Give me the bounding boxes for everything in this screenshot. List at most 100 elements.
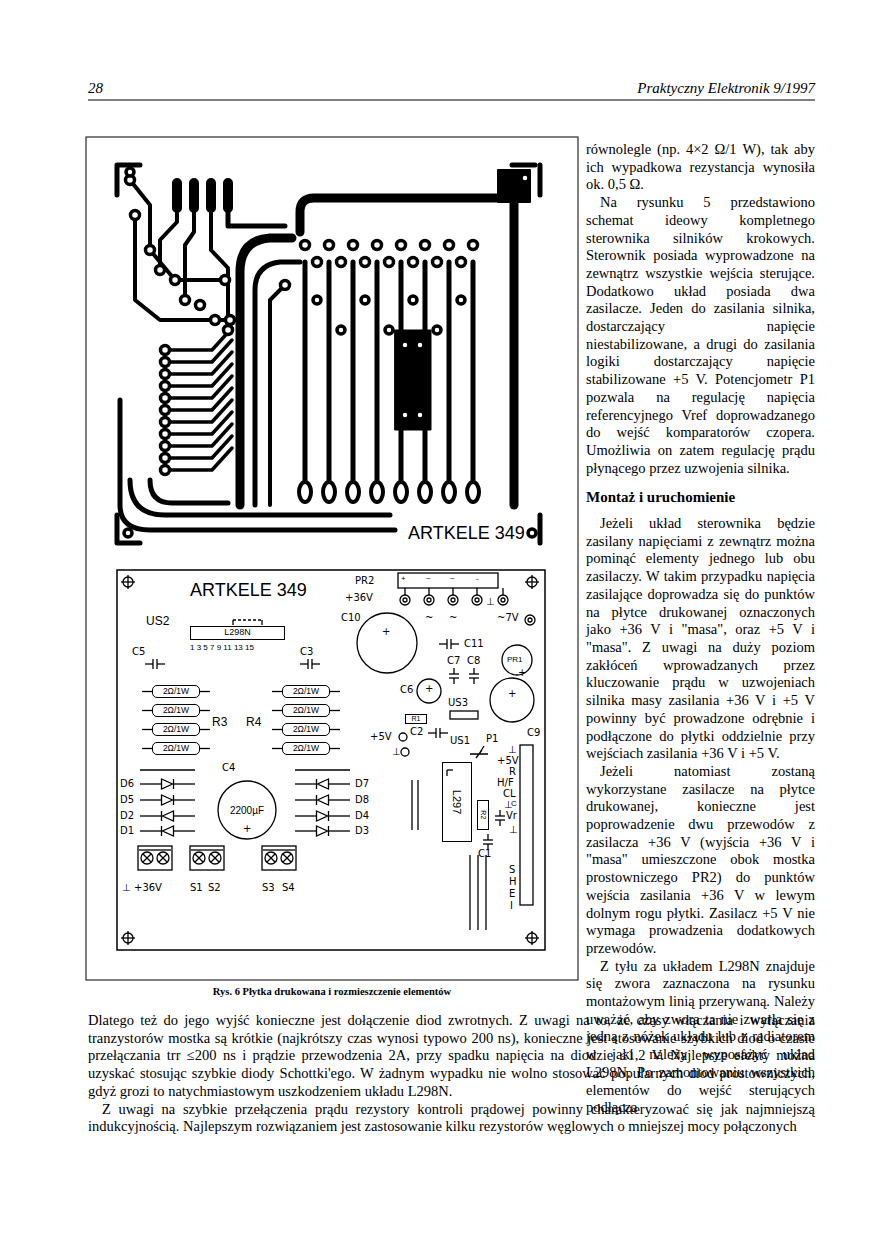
component-symbol <box>162 795 173 805</box>
component-symbol <box>141 852 153 864</box>
pcb-pad <box>395 482 407 502</box>
pcb-trace <box>471 262 476 480</box>
section-heading: Montaż i uruchomienie <box>586 489 815 507</box>
node-text: 2Ω/1W <box>293 706 319 715</box>
pcb-trace <box>117 165 540 543</box>
part-name: C1 <box>478 848 491 860</box>
component-symbol <box>200 729 210 730</box>
component-symbol <box>330 748 340 749</box>
component-symbol <box>200 691 210 692</box>
component-symbol <box>472 595 482 605</box>
component-symbol <box>193 852 205 864</box>
resistor-body: 2Ω/1W <box>152 723 200 736</box>
pcb-trace <box>165 436 232 458</box>
pcb-pad <box>409 296 417 304</box>
component-symbol <box>127 931 128 945</box>
silkscreen <box>357 613 417 673</box>
pcb-trace <box>510 200 519 505</box>
component-symbol <box>446 639 447 649</box>
component-symbol <box>127 575 128 589</box>
pcb-pad <box>281 281 290 290</box>
pcb-pad <box>161 442 170 451</box>
component-symbol <box>211 854 219 862</box>
component-symbol <box>121 575 539 945</box>
pcb-pad <box>445 241 454 250</box>
pcb-pad <box>373 241 382 250</box>
component-symbol <box>195 854 203 862</box>
part-name: D7 <box>355 778 369 790</box>
pcb-trace <box>375 262 380 480</box>
pin-name: ⊥ <box>508 744 517 756</box>
pin-numbers: 1 3 5 7 9 11 13 15 <box>190 643 254 652</box>
component-symbol <box>329 830 351 831</box>
silkscreen <box>261 620 262 625</box>
pcb-pad <box>313 258 322 267</box>
component-symbol <box>525 615 535 625</box>
net-label: ~ <box>425 612 433 624</box>
component-symbol <box>163 811 174 821</box>
pcb-pad <box>226 316 235 325</box>
terminal-label: S1 <box>190 882 203 894</box>
pcb-pad <box>337 258 346 267</box>
part-name: C6 <box>400 684 413 696</box>
body-paragraph: Jeżeli natomiast zostaną wykorzystane za… <box>586 763 815 958</box>
component-symbol <box>295 830 317 831</box>
part-name: US2 <box>146 615 169 629</box>
node-text: 2Ω/1W <box>163 725 189 734</box>
pcb-pad <box>156 266 165 275</box>
component-symbol <box>400 595 410 605</box>
component-symbol <box>295 815 317 816</box>
pcb-pad <box>416 411 424 419</box>
pcb-pad <box>211 316 220 325</box>
pcb-pad <box>224 326 233 335</box>
component-symbol <box>272 748 282 749</box>
pcb-pad <box>161 382 170 391</box>
component-symbol <box>209 852 221 864</box>
part-name: C7 <box>447 655 460 667</box>
component-symbol <box>428 588 429 595</box>
component-symbol <box>451 643 459 644</box>
node-text: 2Ω/1W <box>293 744 319 753</box>
component-symbol <box>531 575 532 589</box>
component-symbol <box>439 643 447 644</box>
component-symbol <box>272 729 282 730</box>
component-symbol <box>452 588 453 595</box>
component-symbol <box>295 799 317 800</box>
pin-name: - <box>476 574 479 583</box>
node-text: 2Ω/1W <box>163 744 189 753</box>
silkscreen <box>450 711 478 719</box>
polarity-mark: + <box>518 667 526 679</box>
part-name: D2 <box>120 810 134 822</box>
pcb-pad <box>528 529 536 537</box>
component-symbol <box>476 588 477 595</box>
resistor-body: R1 <box>405 714 427 724</box>
pcb-pad <box>361 296 369 304</box>
part-name: D8 <box>355 794 369 806</box>
part-name: PR2 <box>355 575 374 587</box>
node-text: L297 <box>451 790 463 814</box>
component-symbol <box>143 854 151 862</box>
pin-name: H/F <box>497 777 514 789</box>
node-text: 2Ω/1W <box>163 706 189 715</box>
component-symbol <box>161 811 162 821</box>
component-symbol <box>317 811 328 821</box>
component-symbol <box>318 795 329 805</box>
component-symbol <box>440 732 448 733</box>
capacitor-outline <box>218 781 276 839</box>
part-name: C2 <box>410 726 423 738</box>
silkscreen <box>295 769 350 770</box>
page-rule <box>86 137 578 980</box>
ground-mark: ⊥ <box>122 882 131 894</box>
part-name: C10 <box>341 612 361 624</box>
pcb-pad <box>131 211 140 220</box>
pcb-pad <box>161 454 170 463</box>
component-symbol <box>157 852 169 864</box>
net-label: +5V <box>370 731 392 743</box>
pin-name: I <box>510 900 513 912</box>
component-symbol <box>159 854 167 862</box>
resistor-body: 2Ω/1W <box>282 685 330 698</box>
part-name: C3 <box>300 646 313 658</box>
part-name: D3 <box>355 825 369 837</box>
component-symbol <box>263 849 279 850</box>
pcb-trace <box>270 285 285 505</box>
